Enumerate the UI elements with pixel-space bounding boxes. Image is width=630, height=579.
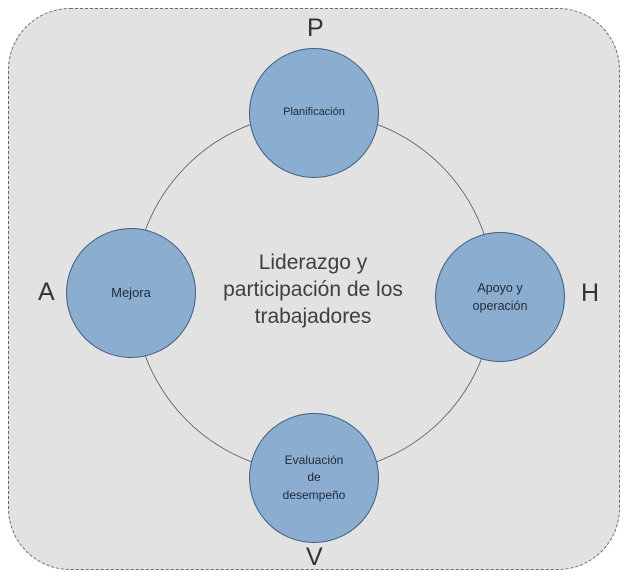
central-label-line-2: participación de los [223,277,403,301]
node-planificacion: Planificación [249,48,379,178]
node-evaluacion-label-line-2: de [307,470,321,485]
node-mejora: Mejora [66,228,196,358]
phase-letter-p: P [307,14,324,42]
node-mejora-label: Mejora [111,284,151,300]
node-apoyo-operacion: Apoyo y operación [435,232,565,362]
central-label-line-1: Liderazgo y [258,251,368,274]
central-label: Liderazgo y participación de los trabaja… [198,250,428,331]
node-evaluacion-desempeno: Evaluación de desempeño [249,413,379,543]
central-label-line-3: trabajadores [254,304,372,328]
node-evaluacion-label-line-3: desempeño [282,487,346,502]
node-evaluacion-label-line-1: Evaluación [284,452,344,467]
node-apoyo-label-line-2: operación [472,299,528,313]
node-planificacion-label: Planificación [283,106,345,119]
phase-letter-h: H [581,279,600,307]
phase-letter-v: V [306,543,323,571]
node-apoyo-label-line-1: Apoyo y [477,280,523,295]
phase-letter-a: A [38,278,55,306]
